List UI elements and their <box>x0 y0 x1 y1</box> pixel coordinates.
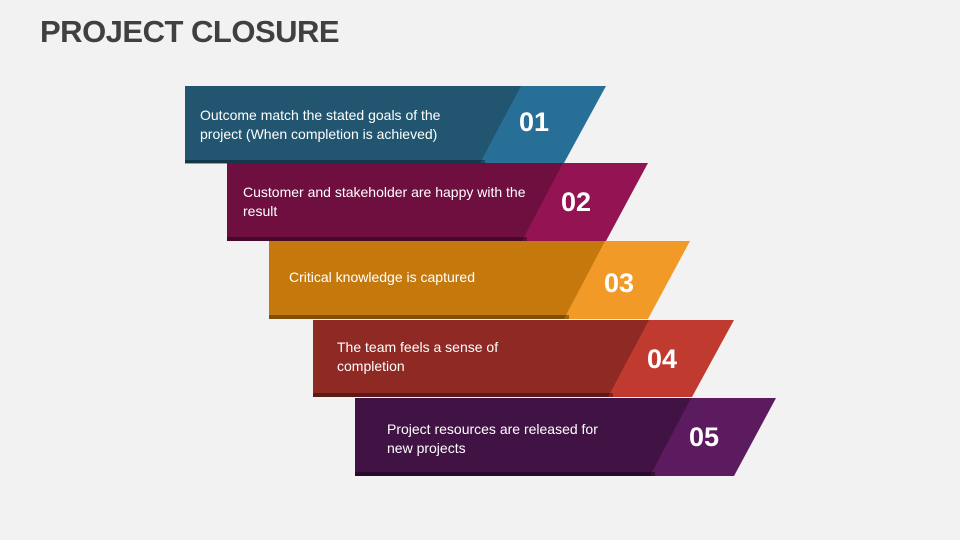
step-1-shape <box>185 86 606 164</box>
step-2-text: Customer and stakeholder are happy with … <box>243 184 526 219</box>
step-2-shape <box>227 163 648 241</box>
step-4-shape <box>313 320 734 397</box>
page-title: PROJECT CLOSURE <box>40 14 340 49</box>
step-4-number: 04 <box>647 343 678 374</box>
step-3-number: 03 <box>604 267 635 298</box>
step-1-number: 01 <box>519 106 550 137</box>
step-5-text: Project resources are released for new p… <box>387 421 598 456</box>
step-5-number: 05 <box>689 421 720 452</box>
step-2-number: 02 <box>561 186 592 217</box>
step-5-shape <box>355 398 776 476</box>
step-4-text: The team feels a sense of completion <box>337 339 499 374</box>
step-1-text: Outcome match the stated goals of the pr… <box>200 107 441 142</box>
step-3-text: Critical knowledge is captured <box>289 268 475 285</box>
step-3-shape <box>269 241 690 319</box>
